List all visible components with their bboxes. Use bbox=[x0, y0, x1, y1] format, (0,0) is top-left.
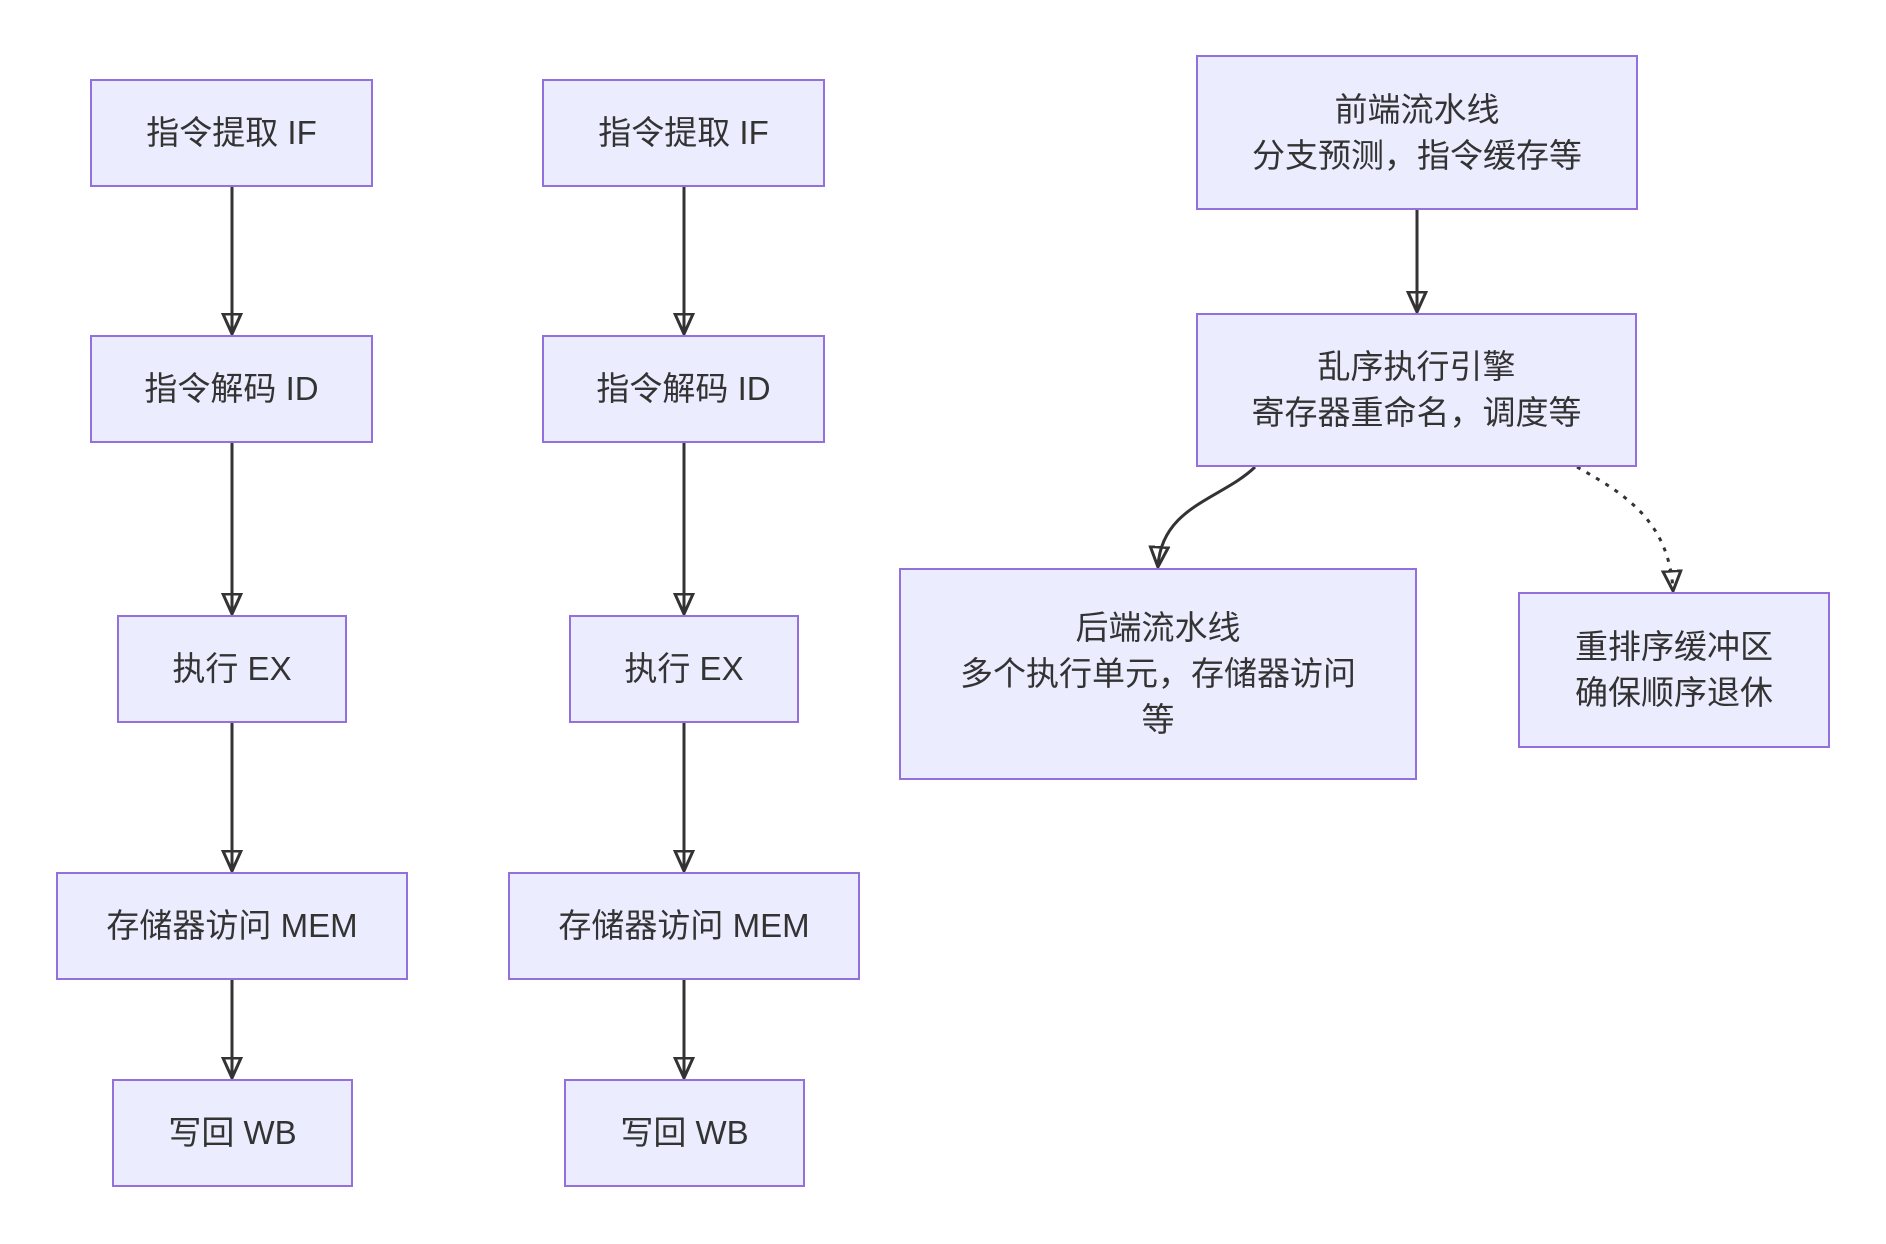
node-label: 指令解码 ID bbox=[596, 370, 771, 407]
node-label-line: 乱序执行引擎 bbox=[1317, 348, 1516, 385]
node-pipeline-a-wb: 写回 WB bbox=[112, 1079, 353, 1187]
node-reorder-buffer: 重排序缓冲区 确保顺序退休 bbox=[1518, 592, 1830, 748]
node-ooo-engine: 乱序执行引擎 寄存器重命名，调度等 bbox=[1196, 313, 1637, 467]
node-pipeline-a-id: 指令解码 ID bbox=[90, 335, 373, 443]
node-pipeline-b-id: 指令解码 ID bbox=[542, 335, 825, 443]
node-label-line: 重排序缓冲区 bbox=[1575, 628, 1773, 665]
node-label: 存储器访问 MEM bbox=[106, 907, 358, 944]
node-label-line: 分支预测，指令缓存等 bbox=[1252, 136, 1582, 174]
node-pipeline-a-mem: 存储器访问 MEM bbox=[56, 872, 408, 980]
node-pipeline-b-ex: 执行 EX bbox=[569, 615, 799, 723]
node-label: 指令解码 ID bbox=[144, 370, 319, 407]
node-label: 指令提取 IF bbox=[146, 114, 317, 151]
node-label-line: 多个执行单元，存储器访问 bbox=[960, 655, 1356, 692]
node-label-line: 等 bbox=[1141, 701, 1175, 738]
edge-engine-to-backend bbox=[1158, 465, 1257, 566]
edge-engine-to-reorder-buffer bbox=[1576, 465, 1673, 590]
node-label-line: 后端流水线 bbox=[1075, 609, 1241, 646]
node-label: 写回 WB bbox=[168, 1114, 297, 1151]
node-label-line: 确保顺序退休 bbox=[1575, 674, 1773, 711]
node-pipeline-b-if: 指令提取 IF bbox=[542, 79, 825, 187]
node-label: 指令提取 IF bbox=[598, 114, 769, 151]
node-backend-pipeline: 后端流水线 多个执行单元，存储器访问 等 bbox=[899, 568, 1417, 780]
node-label: 存储器访问 MEM bbox=[558, 907, 810, 944]
node-pipeline-a-ex: 执行 EX bbox=[117, 615, 347, 723]
node-label-line: 寄存器重命名，调度等 bbox=[1251, 394, 1582, 431]
node-label: 写回 WB bbox=[620, 1114, 749, 1151]
node-frontend-pipeline: 前端流水线 分支预测，指令缓存等 bbox=[1196, 55, 1638, 210]
node-pipeline-b-wb: 写回 WB bbox=[564, 1079, 805, 1187]
node-label-line: 前端流水线 bbox=[1334, 90, 1500, 128]
node-pipeline-b-mem: 存储器访问 MEM bbox=[508, 872, 860, 980]
node-label: 执行 EX bbox=[624, 650, 744, 687]
node-pipeline-a-if: 指令提取 IF bbox=[90, 79, 373, 187]
node-label: 执行 EX bbox=[172, 650, 292, 687]
